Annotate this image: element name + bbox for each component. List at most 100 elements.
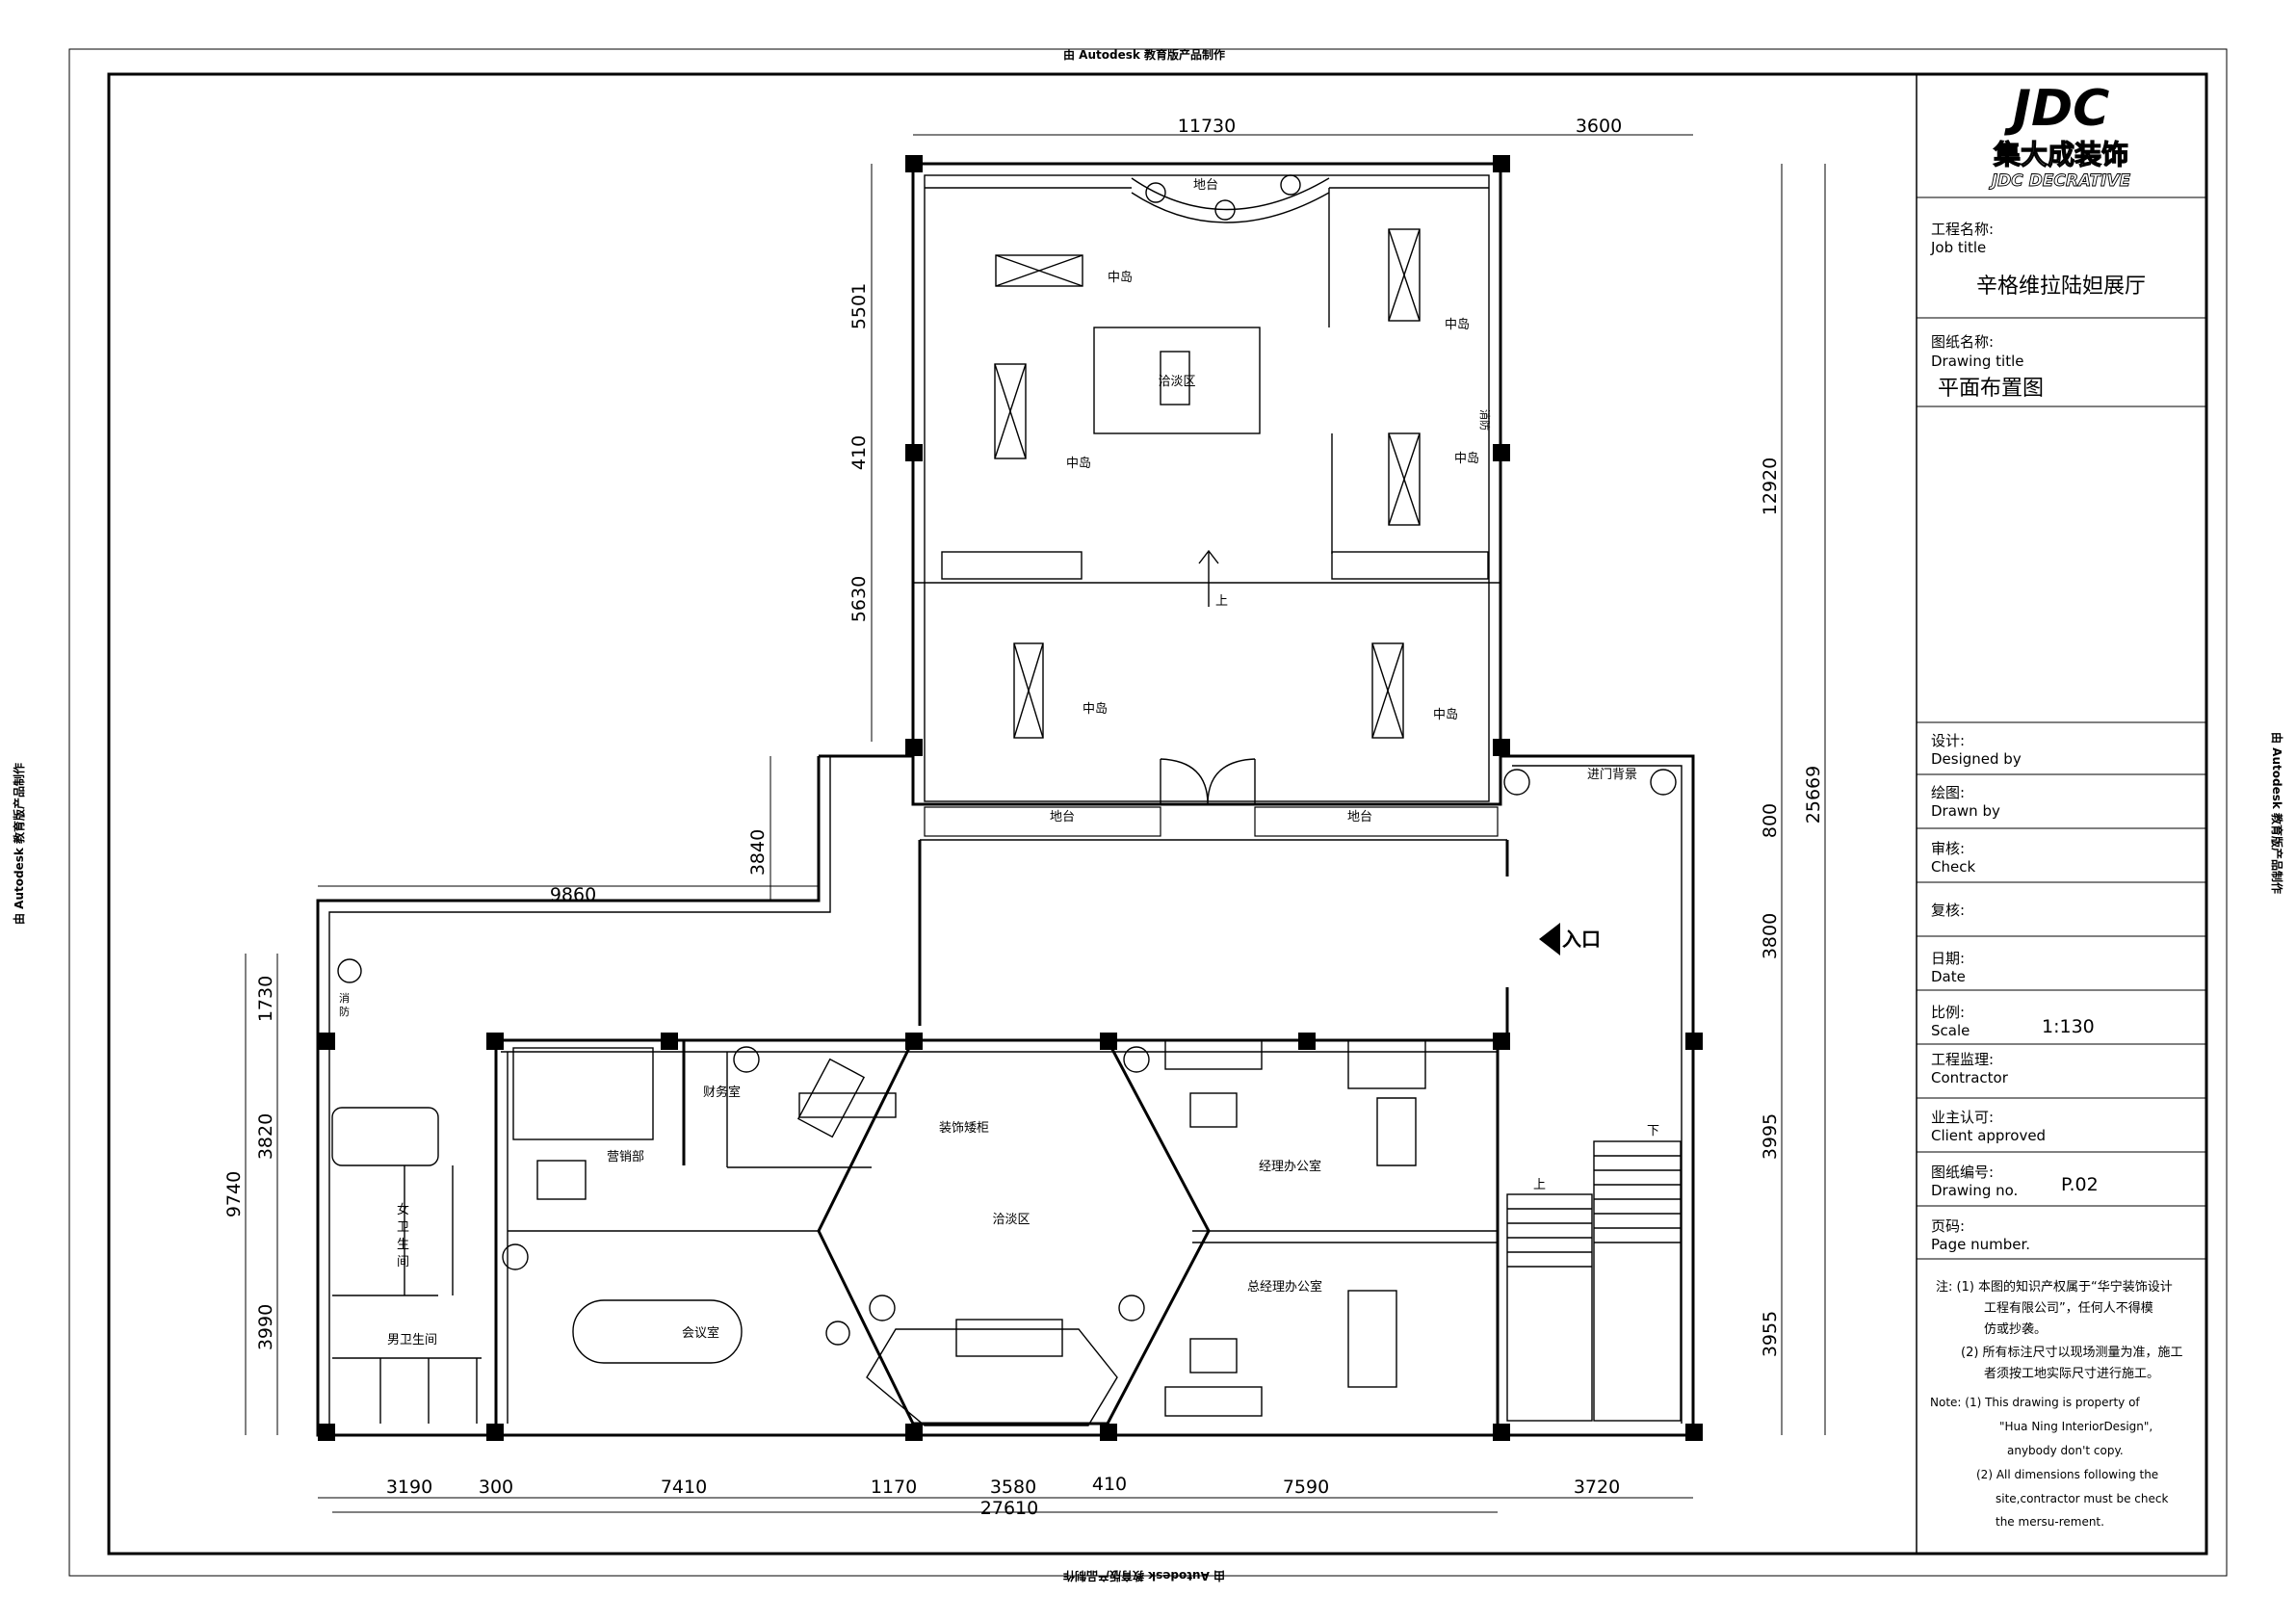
- dim-bot-7590: 7590: [1283, 1477, 1329, 1498]
- dim-left-5501: 5501: [848, 283, 870, 329]
- job-label-en: Job title: [1930, 239, 1986, 256]
- label-female-wc-3: 生: [397, 1238, 409, 1252]
- check-en: Check: [1931, 858, 1975, 876]
- dim-right-12920: 12920: [1760, 458, 1781, 515]
- job-value: 辛格维拉陆妲展厅: [1976, 275, 2146, 299]
- title-block: JDC 集大成装饰 JDC DECRATIVE 工程名称: Job title …: [1916, 74, 2206, 1554]
- logo-jdc: JDC: [2004, 80, 2110, 138]
- note-en-4: (2) All dimensions following the: [1976, 1468, 2158, 1481]
- note-en-2: "Hua Ning InteriorDesign",: [1999, 1420, 2152, 1433]
- dim-bot-3190: 3190: [386, 1477, 432, 1498]
- note-cn-3: 仿或抄袭。: [1984, 1322, 2047, 1337]
- label-up: 上: [1215, 594, 1228, 609]
- dim-top-3600: 3600: [1576, 116, 1622, 137]
- drawing-no-value: P.02: [2061, 1174, 2099, 1195]
- date-cn: 日期:: [1931, 950, 1965, 967]
- page-en: Page number.: [1931, 1236, 2030, 1253]
- watermark-bottom: 由 Autodesk 教育版产品制作: [1063, 1569, 1225, 1583]
- label-up-stairs: 上: [1533, 1178, 1546, 1192]
- room-labels: 地台 中岛 中岛 洽淡区 消防 中岛 中岛 上 中岛 中岛 地台 地台 进门背景…: [339, 178, 1659, 1347]
- note-cn-1: 注: (1) 本图的知识产权属于“华宁装饰设计: [1936, 1279, 2173, 1295]
- label-fire-right: 消防: [1478, 409, 1492, 431]
- label-negotiation-top: 洽淡区: [1158, 375, 1195, 389]
- note-cn-5: 者须按工地实际尺寸进行施工。: [1984, 1367, 2159, 1381]
- scale-cn: 比例:: [1931, 1004, 1965, 1021]
- drawing-no-cn: 图纸编号:: [1931, 1164, 1994, 1181]
- note-en-5: site,contractor must be check: [1996, 1492, 2168, 1505]
- label-podium-top: 地台: [1193, 178, 1218, 193]
- logo-en: JDC DECRATIVE: [1989, 171, 2131, 191]
- label-down: 下: [1647, 1124, 1659, 1138]
- label-female-wc-4: 间: [397, 1255, 409, 1269]
- label-fire-left-1: 消: [339, 991, 350, 1005]
- dim-right-3800: 3800: [1760, 913, 1781, 959]
- label-female-wc-2: 卫: [397, 1220, 409, 1235]
- drawing-value: 平面布置图: [1938, 377, 2044, 401]
- scale-en: Scale: [1931, 1022, 1970, 1039]
- label-fire-left-2: 防: [339, 1005, 350, 1018]
- dim-bot-300: 300: [479, 1477, 513, 1498]
- label-podium-right: 地台: [1347, 810, 1372, 824]
- dimensions: 11730 3600 5501 410 5630 3840 9860 12920…: [223, 116, 1826, 1519]
- label-meeting: 会议室: [682, 1325, 719, 1341]
- dim-bot-1170: 1170: [871, 1477, 917, 1498]
- plants: [337, 769, 1677, 1346]
- label-negotiation-area: 洽淡区: [992, 1213, 1030, 1227]
- note-en-3: anybody don't copy.: [2007, 1444, 2124, 1457]
- drawing-frame: [107, 72, 2208, 1556]
- label-female-wc-1: 女: [397, 1202, 409, 1217]
- dim-left-5630: 5630: [848, 576, 870, 622]
- date-en: Date: [1931, 968, 1966, 985]
- dim-right-25669: 25669: [1803, 766, 1824, 824]
- label-finance: 财务室: [703, 1085, 741, 1100]
- drawing-label-cn: 图纸名称:: [1931, 333, 1994, 351]
- designed-cn: 设计:: [1931, 732, 1965, 749]
- dim-right-3995: 3995: [1760, 1113, 1781, 1160]
- drawing-label-en: Drawing title: [1931, 353, 2023, 370]
- page-cn: 页码:: [1931, 1217, 1965, 1235]
- scale-value: 1:130: [2042, 1016, 2095, 1037]
- note-en-1: Note: (1) This drawing is property of: [1930, 1396, 2140, 1409]
- label-island-1: 中岛: [1108, 270, 1133, 285]
- dim-bot-27610: 27610: [980, 1498, 1038, 1519]
- contractor-cn: 工程监理:: [1931, 1051, 1994, 1068]
- entry-sign: 入口: [1539, 923, 1601, 955]
- dim-left-410: 410: [848, 435, 870, 470]
- note-cn-4: (2) 所有标注尺寸以现场测量为准，施工: [1961, 1346, 2183, 1360]
- dim-bot-410: 410: [1092, 1474, 1127, 1495]
- label-island-2: 中岛: [1445, 317, 1470, 332]
- review-cn: 复核:: [1931, 902, 1965, 919]
- logo-cn: 集大成装饰: [1993, 139, 2128, 170]
- note-cn-2: 工程有限公司”，任何人不得模: [1984, 1300, 2153, 1316]
- label-podium-left: 地台: [1050, 810, 1075, 824]
- dim-left-3840: 3840: [747, 829, 769, 876]
- client-cn: 业主认可:: [1931, 1109, 1994, 1126]
- watermark-right: 由 Autodesk 教育版产品制作: [2270, 732, 2284, 894]
- dim-left-1730: 1730: [255, 976, 276, 1022]
- client-en: Client approved: [1931, 1127, 2046, 1144]
- drawn-cn: 绘图:: [1931, 784, 1965, 801]
- designed-en: Designed by: [1931, 750, 2022, 768]
- drawing-no-en: Drawing no.: [1931, 1182, 2018, 1199]
- svg-text:入口: 入口: [1562, 928, 1601, 951]
- label-deco-cabinet: 装饰矮柜: [939, 1121, 989, 1136]
- label-entrance-bg: 进门背景: [1587, 768, 1637, 782]
- label-gm-office: 总经理办公室: [1247, 1279, 1322, 1295]
- furniture: [512, 174, 1489, 1426]
- label-island-3: 中岛: [1066, 456, 1091, 471]
- dim-right-3955: 3955: [1760, 1311, 1781, 1357]
- watermark-left: 由 Autodesk 教育版产品制作: [12, 763, 26, 925]
- note-en-6: the mersu-rement.: [1996, 1515, 2104, 1529]
- dim-bot-7410: 7410: [661, 1477, 707, 1498]
- dim-right-800: 800: [1760, 803, 1781, 838]
- job-label-cn: 工程名称:: [1931, 221, 1994, 238]
- label-island-4: 中岛: [1454, 451, 1479, 466]
- check-cn: 审核:: [1931, 840, 1965, 857]
- label-male-wc: 男卫生间: [387, 1333, 437, 1347]
- dim-top-11730: 11730: [1178, 116, 1236, 137]
- label-manager-office: 经理办公室: [1259, 1159, 1321, 1174]
- structural-columns: [318, 155, 1703, 1441]
- dim-bot-3580: 3580: [990, 1477, 1036, 1498]
- label-island-6: 中岛: [1433, 707, 1458, 722]
